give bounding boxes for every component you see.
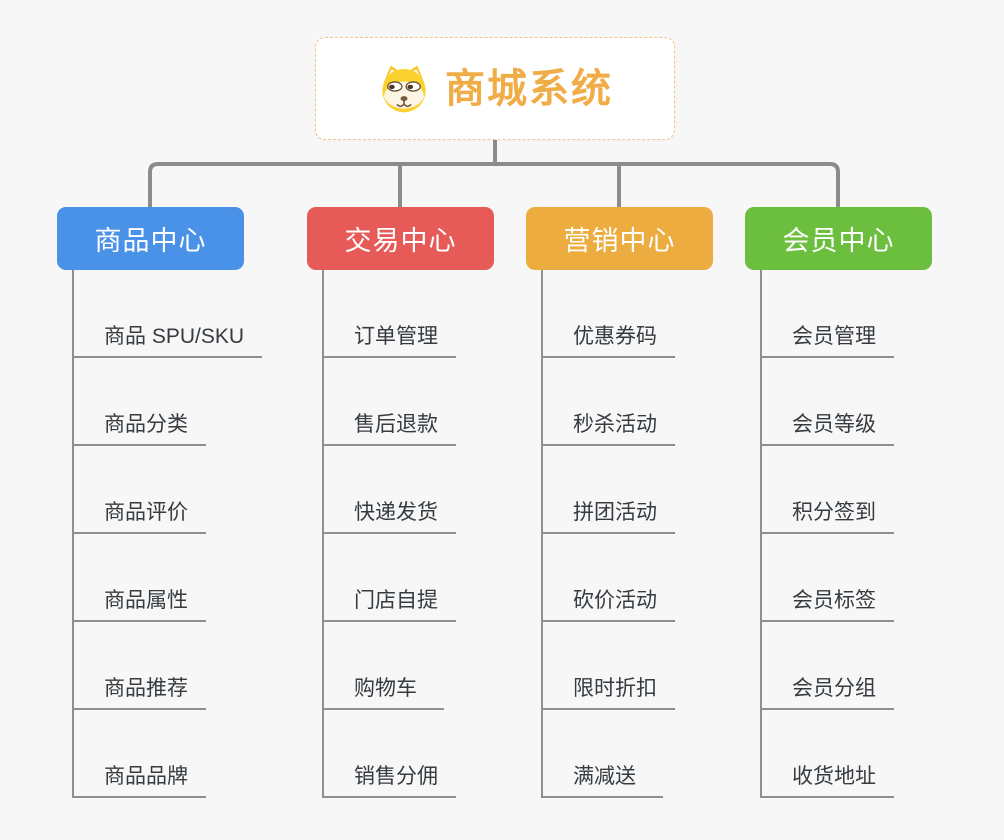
child-topic-node[interactable]: 商品推荐	[74, 622, 206, 710]
rail-right	[495, 162, 840, 209]
branch-label: 交易中心	[344, 226, 457, 256]
child-topic-node[interactable]: 拼团活动	[543, 446, 675, 534]
rail-left	[148, 162, 495, 209]
child-topic-node[interactable]: 售后退款	[324, 358, 456, 446]
child-topic-node[interactable]: 订单管理	[324, 270, 456, 358]
branch-label: 营销中心	[563, 226, 676, 256]
branch-label: 商品中心	[94, 226, 207, 256]
child-topic-node[interactable]: 商品评价	[74, 446, 206, 534]
child-topic-node[interactable]: 购物车	[324, 622, 444, 710]
child-topic-node[interactable]: 满减送	[543, 710, 663, 798]
shiba-dog-icon	[382, 65, 426, 112]
child-topic-node[interactable]: 会员标签	[762, 534, 894, 622]
branch-node-3[interactable]: 营销中心	[526, 207, 713, 270]
child-topic-node[interactable]: 会员等级	[762, 358, 894, 446]
child-topic-node[interactable]: 会员分组	[762, 622, 894, 710]
child-topic-node[interactable]: 秒杀活动	[543, 358, 675, 446]
child-topic-node[interactable]: 限时折扣	[543, 622, 675, 710]
branch-4-child-column: 会员管理会员等级积分签到会员标签会员分组收货地址	[760, 270, 894, 798]
child-topic-node[interactable]: 门店自提	[324, 534, 456, 622]
branch-3-child-column: 优惠券码秒杀活动拼团活动砍价活动限时折扣满减送	[541, 270, 675, 798]
child-topic-node[interactable]: 积分签到	[762, 446, 894, 534]
child-topic-node[interactable]: 商品 SPU/SKU	[74, 270, 263, 358]
branch-node-2[interactable]: 交易中心	[307, 207, 494, 270]
child-topic-node[interactable]: 商品品牌	[74, 710, 206, 798]
child-topic-node[interactable]: 会员管理	[762, 270, 894, 358]
root-title: 商城系统	[445, 66, 613, 111]
root-node[interactable]: 商城系统	[315, 37, 675, 140]
branch-node-1[interactable]: 商品中心	[57, 207, 244, 270]
child-topic-node[interactable]: 优惠券码	[543, 270, 675, 358]
child-topic-node[interactable]: 销售分佣	[324, 710, 456, 798]
child-topic-node[interactable]: 砍价活动	[543, 534, 675, 622]
branch-2-child-column: 订单管理售后退款快递发货门店自提购物车销售分佣	[322, 270, 456, 798]
child-topic-node[interactable]: 收货地址	[762, 710, 894, 798]
child-topic-node[interactable]: 商品属性	[74, 534, 206, 622]
child-topic-node[interactable]: 商品分类	[74, 358, 206, 446]
child-topic-node[interactable]: 快递发货	[324, 446, 456, 534]
branch-label: 会员中心	[782, 226, 895, 256]
branch-node-4[interactable]: 会员中心	[745, 207, 932, 270]
